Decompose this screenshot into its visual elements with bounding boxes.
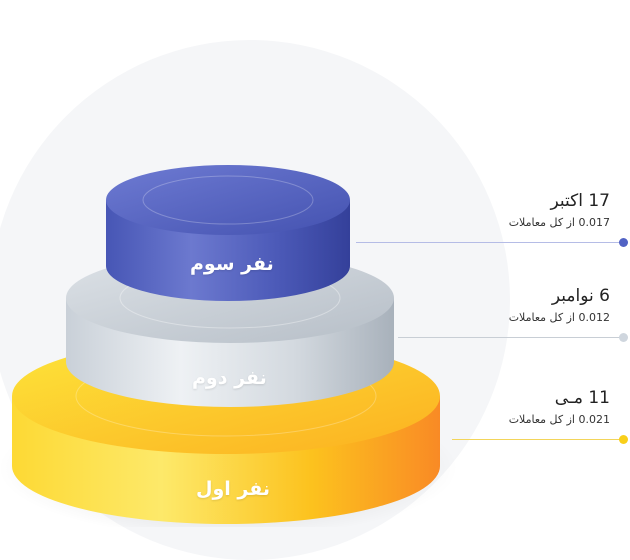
- podium-third-label: نفر سوم: [190, 253, 274, 275]
- entry-second-date: 6 نوامبر: [551, 286, 610, 306]
- podium-first-label: نفر اول: [196, 478, 271, 500]
- entry-second: 6 نوامبر 0.012 از کل معاملات: [509, 286, 610, 326]
- entry-first: 11 مـی 0.021 از کل معاملات: [509, 388, 610, 428]
- podium-third-tier: [106, 165, 350, 301]
- entry-first-date: 11 مـی: [554, 388, 610, 408]
- entry-second-dot: [619, 333, 628, 342]
- entry-first-connector: [452, 439, 622, 440]
- entry-second-share: 0.012 از کل معاملات: [508, 311, 610, 324]
- entry-first-dot: [619, 435, 628, 444]
- podium-chart: [0, 165, 458, 527]
- entry-second-connector: [398, 337, 622, 338]
- entry-third-share: 0.017 از کل معاملات: [508, 216, 610, 229]
- entry-third-date: 17 اکتبر: [550, 191, 610, 211]
- entry-third: 17 اکتبر 0.017 از کل معاملات: [509, 191, 610, 231]
- entry-third-connector: [356, 242, 622, 243]
- podium-second-label: نفر دوم: [192, 367, 267, 389]
- entry-first-share: 0.021 از کل معاملات: [508, 413, 610, 426]
- entry-third-dot: [619, 238, 628, 247]
